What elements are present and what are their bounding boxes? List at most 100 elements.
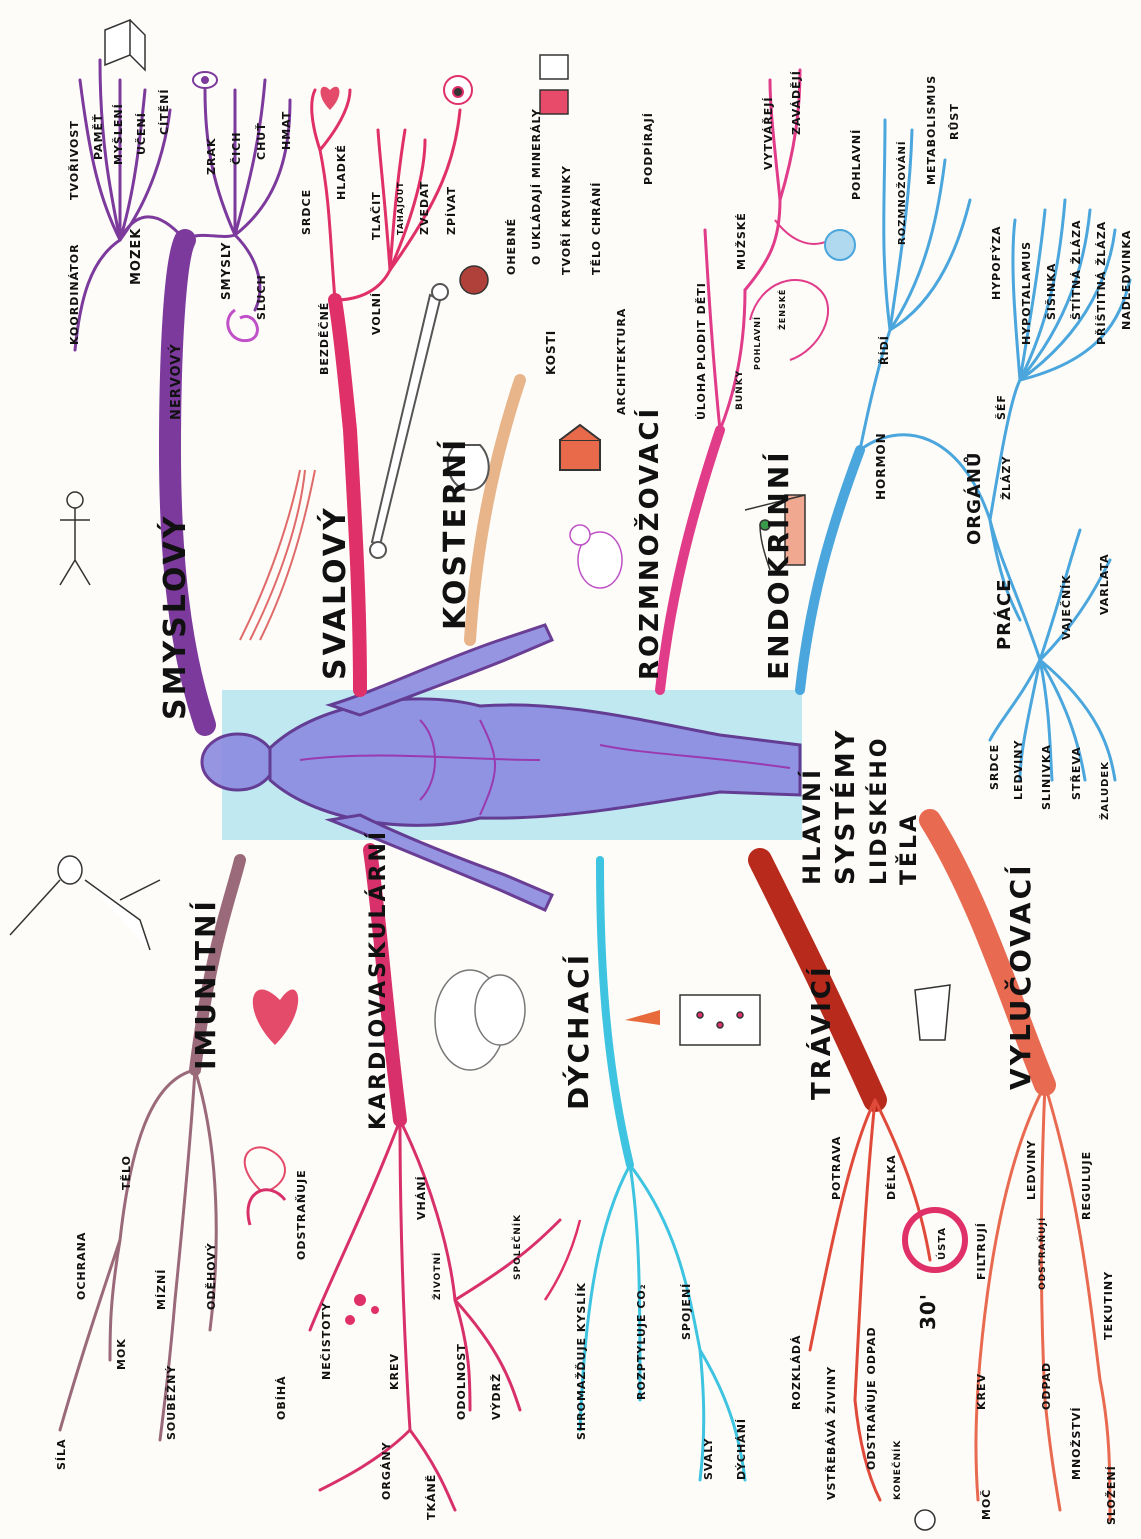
label-sila: SÍLA [55,1438,68,1470]
label-soubezny: SOUBĚŽNÝ [165,1365,178,1440]
central-figure [202,625,802,910]
label-spojeni: SPOJENÍ [680,1283,693,1340]
label-obiha: OBÍHÁ [275,1375,288,1420]
label-tvorivost: TVOŘIVOST [68,120,81,200]
label-organu: ORGÁNŮ [962,451,985,545]
label-cich: ČICH [230,132,243,165]
label-hormon: HORMON [874,432,888,500]
label-nadledvinka: NADLEDVINKA [1120,230,1133,330]
label-kosterni: KOSTERNÍ [437,437,473,630]
label-moc: MOČ [980,1489,993,1520]
label-plodit: PLODIT DĚTI [695,282,708,370]
filter-container-icon [680,995,760,1045]
cloud-lungs-icon [435,970,525,1070]
label-vylucovaci: VYLUČOVACÍ [1003,862,1037,1090]
label-mok: MOK [115,1338,128,1370]
label-odstranuje: ODSTRAŇUJE [295,1169,308,1260]
figure-bottom-icon [915,1510,935,1530]
mouth-loop-icon [905,1210,965,1270]
label-delka: DÉLKA [885,1154,898,1200]
blood-drops-icon [345,1294,379,1325]
ear-icon [228,310,258,341]
label-kosti: KOSTI [544,330,558,375]
label-koordinator: KOORDINÁTOR [68,243,81,345]
label-rust: RŮST [948,103,961,140]
label-tahajout: TAHAJOUT [396,181,405,235]
label-co2: ROZPTYLUJE CO₂ [635,1283,648,1400]
label-citeni: CÍTĚNÍ [158,89,171,135]
book-icon [105,20,145,70]
heart-icon [253,989,298,1045]
label-cas: 30' [916,1293,940,1330]
kosterni-trunk [470,380,520,640]
label-pristitna: PŘÍŠTITNÁ ŽLÁZA [1095,221,1108,345]
head-profile-icon [825,230,855,260]
label-prace: PRÁCE [993,579,1015,651]
title-line-4: TĚLA [896,812,922,885]
label-odehovy: ODĚHOVÝ [205,1242,218,1310]
label-odpad: ODPAD [1040,1362,1053,1410]
title-line-2: SYSTÉMY [829,728,861,885]
label-ledviny: LEDVINY [1025,1140,1038,1200]
label-odstranuji: ODSTRAŇUJÍ [1036,1217,1048,1290]
eye-icon [193,72,217,88]
label-odolnost: ODOLNOST [455,1343,468,1420]
dychaci-trunk [600,860,630,1165]
rozmnozovaci-trunk [660,430,720,690]
label-zaludek: ŽALUDEK [1098,761,1111,820]
face-icon [444,76,472,104]
label-srdce: SRDCE [300,189,313,235]
label-ohebne: OHEBNÉ [505,218,518,275]
label-streva: STŘEVA [1070,746,1083,800]
label-hmat: HMAT [280,111,293,150]
label-zenske: ŽENSKÉ [776,289,787,330]
label-bunky: BUŇKY [733,370,745,410]
label-stitna: ŠTÍTNÁ ŽLÁZA [1070,219,1083,320]
label-spolecnik: SPOLEČNÍK [511,1214,523,1280]
label-sisinka: ŠIŠINKA [1045,263,1058,320]
label-telo: TĚLO [120,1155,133,1190]
label-pohlavni-endo: POHLAVNÍ [850,129,863,200]
label-zavadeji: ZAVÁDĚJÍ [790,70,803,135]
label-necistoty: NEČISTOTY [320,1302,333,1380]
carrot-icon [625,1010,660,1025]
label-metabolismus: METABOLISMUS [925,75,938,185]
label-vydrz: VÝDRŽ [490,1373,503,1420]
label-zpivat: ZPÍVAT [445,186,458,235]
label-endokrinni: ENDOKRINNÍ [761,449,795,680]
label-tkane: TKÁNĚ [425,1474,438,1520]
label-hypofyza: HYPOFÝZA [990,225,1003,300]
label-architektura: ARCHITEKTURA [615,308,628,415]
label-kardio: KARDIOVASKULÁRNÍ [365,829,391,1130]
label-pohlavni: POHLAVNÍ [751,316,762,370]
label-hypotalamus: HYPOTALAMUS [1020,241,1033,345]
label-tekutiny: TEKUTINY [1102,1271,1115,1340]
central-title: HLAVNÍ SYSTÉMY LIDSKÉHO TĚLA [797,728,922,885]
title-line-3: LIDSKÉHO [866,735,892,885]
label-potrava: POTRAVA [830,1136,843,1200]
label-usta: ÚSTA [935,1227,948,1260]
label-volni: VOLNÍ [370,292,383,335]
label-tvori: TVOŘÍ KRVINKY [560,165,573,275]
label-vstrebava: VSTŘEBÁVÁ ŽIVINY [825,1366,838,1500]
label-srdce-endo: SRDCE [988,744,1001,790]
label-vhani: VHÁNÍ [415,1175,428,1220]
label-mysleni: MYŠLENÍ [112,103,125,165]
label-sef: ŠÉF [995,394,1008,420]
small-heart-icon [321,87,340,110]
label-rozmnozovaci: ROZMNOŽOVACÍ [633,406,665,680]
human-body-image [202,625,800,910]
endokrinni-trunk [800,450,860,690]
label-zvedat: ZVEDAT [418,181,431,235]
label-uceni: UČENÍ [135,112,148,155]
label-mozek: MOZEK [129,228,144,285]
building-icon [560,425,600,470]
label-ukladaji: O UKLÁDAJÍ MINERÁLY [530,108,543,265]
label-uloha: ÚLOHA [695,372,708,420]
label-ledviny-endo: LEDVINY [1012,740,1025,800]
label-mizni: MÍZNÍ [155,1269,168,1310]
label-reguluje: REGULUJE [1080,1151,1093,1220]
label-krev: KREV [388,1353,401,1390]
